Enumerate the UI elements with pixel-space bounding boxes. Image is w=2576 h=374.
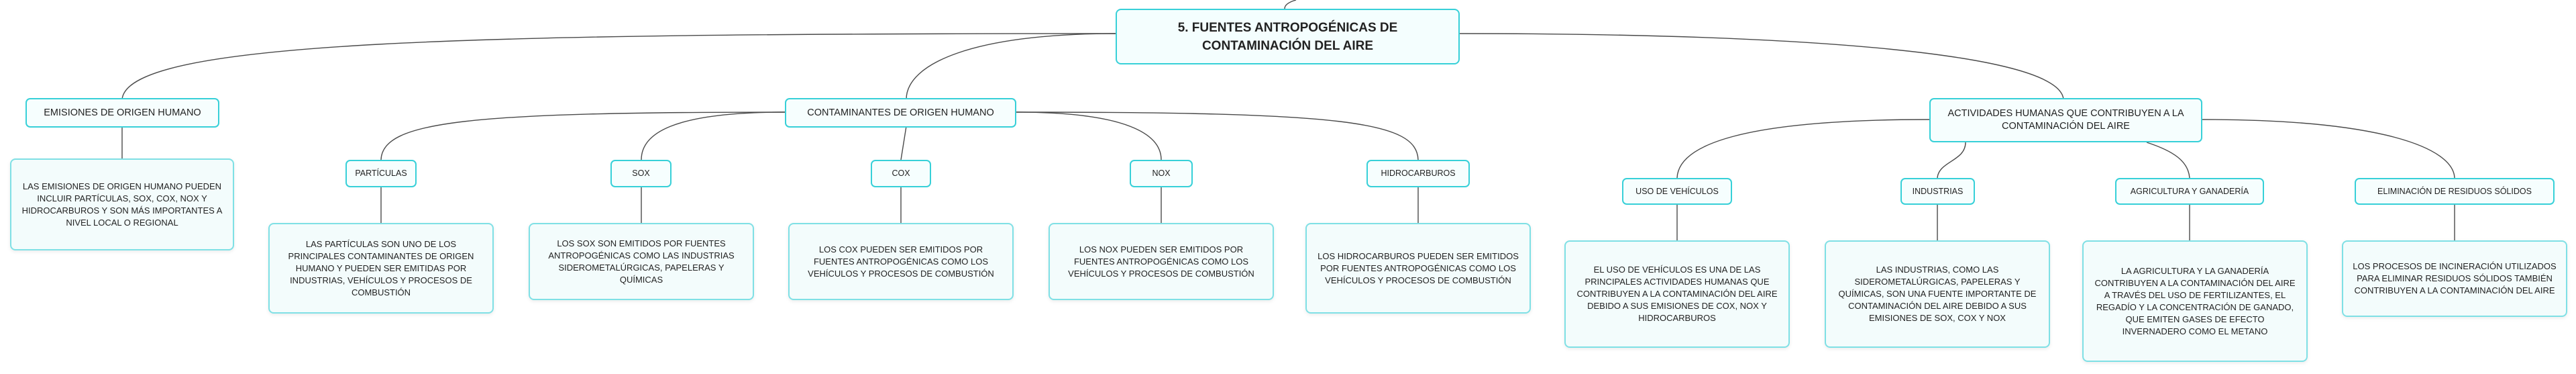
root-topic[interactable]: 5. FUENTES ANTROPOGÉNICAS DE CONTAMINACI… (1116, 9, 1460, 64)
connector-contaminantes-nox (1016, 111, 1162, 160)
note-text: LOS HIDROCARBUROS PUEDEN SER EMITIDOS PO… (1318, 250, 1519, 285)
connector-actividades-industrias (1937, 142, 1966, 179)
branch-label: EMISIONES DE ORIGEN HUMANO (44, 107, 201, 118)
topic-label: HIDROCARBUROS (1381, 169, 1456, 178)
topic-label: USO DE VEHÍCULOS (1635, 186, 1719, 196)
branch-label: CONTAMINANTES DE ORIGEN HUMANO (807, 107, 994, 118)
connector-contaminantes-sox (641, 111, 786, 160)
connector-actividades-agricultura (2146, 142, 2190, 179)
root-topic-label: 5. FUENTES ANTROPOGÉNICAS DE CONTAMINACI… (1177, 20, 1398, 53)
note-cox[interactable]: LOS COX PUEDEN SER EMITIDOS POR FUENTES … (788, 223, 1014, 300)
topic-eliminacion-residuos-solidos[interactable]: ELIMINACIÓN DE RESIDUOS SÓLIDOS (2355, 178, 2555, 205)
topic-cox[interactable]: COX (871, 160, 931, 187)
note-text: LOS PROCESOS DE INCINERACIÓN UTILIZADOS … (2353, 261, 2557, 295)
branch-emisiones-origen-humano[interactable]: EMISIONES DE ORIGEN HUMANO (25, 98, 219, 128)
topic-industrias[interactable]: INDUSTRIAS (1900, 178, 1975, 205)
topic-uso-de-vehiculos[interactable]: USO DE VEHÍCULOS (1622, 178, 1732, 205)
note-industrias[interactable]: LAS INDUSTRIAS, COMO LAS SIDEROMETALÚRGI… (1825, 240, 2050, 348)
connector-contaminantes-hidrocarburos (1016, 111, 1419, 160)
topic-label: ELIMINACIÓN DE RESIDUOS SÓLIDOS (2377, 186, 2532, 196)
topic-sox[interactable]: SOX (610, 160, 672, 187)
note-nox[interactable]: LOS NOX PUEDEN SER EMITIDOS POR FUENTES … (1049, 223, 1274, 300)
topic-label: PARTÍCULAS (355, 169, 407, 178)
connector-root-top (1284, 0, 1297, 9)
note-text: LAS EMISIONES DE ORIGEN HUMANO PUEDEN IN… (21, 181, 223, 228)
note-text: LA AGRICULTURA Y LA GANADERÍA CONTRIBUYE… (2094, 265, 2296, 336)
topic-label: AGRICULTURA Y GANADERÍA (2130, 186, 2249, 196)
topic-nox[interactable]: NOX (1130, 160, 1193, 187)
connector-contaminantes-cox (900, 126, 907, 160)
note-text: LAS INDUSTRIAS, COMO LAS SIDEROMETALÚRGI… (1838, 265, 2037, 323)
connector-root-emisiones (121, 33, 1116, 100)
topic-label: INDUSTRIAS (1912, 186, 1964, 196)
note-emisiones-origen-humano[interactable]: LAS EMISIONES DE ORIGEN HUMANO PUEDEN IN… (10, 158, 234, 250)
note-text: LAS PARTÍCULAS SON UNO DE LOS PRINCIPALE… (288, 238, 474, 297)
note-text: EL USO DE VEHÍCULOS ES UNA DE LAS PRINCI… (1576, 265, 1778, 323)
connector-root-actividades (1459, 33, 2064, 100)
note-hidrocarburos[interactable]: LOS HIDROCARBUROS PUEDEN SER EMITIDOS PO… (1305, 223, 1531, 314)
note-agricultura-y-ganaderia[interactable]: LA AGRICULTURA Y LA GANADERÍA CONTRIBUYE… (2082, 240, 2308, 362)
note-text: LOS COX PUEDEN SER EMITIDOS POR FUENTES … (808, 244, 994, 279)
topic-label: COX (892, 169, 910, 178)
branch-label: ACTIVIDADES HUMANAS QUE CONTRIBUYEN A LA… (1947, 108, 2184, 132)
note-sox[interactable]: LOS SOX SON EMITIDOS POR FUENTES ANTROPO… (529, 223, 754, 300)
connector-actividades-vehiculos (1676, 119, 1930, 179)
note-particulas[interactable]: LAS PARTÍCULAS SON UNO DE LOS PRINCIPALE… (268, 223, 494, 314)
note-uso-de-vehiculos[interactable]: EL USO DE VEHÍCULOS ES UNA DE LAS PRINCI… (1564, 240, 1790, 348)
connector-actividades-residuos (2202, 119, 2455, 179)
branch-actividades-humanas[interactable]: ACTIVIDADES HUMANAS QUE CONTRIBUYEN A LA… (1929, 98, 2202, 142)
topic-agricultura-y-ganaderia[interactable]: AGRICULTURA Y GANADERÍA (2115, 178, 2264, 205)
topic-label: SOX (632, 169, 650, 178)
connector-root-contaminantes (906, 33, 1116, 100)
topic-label: NOX (1152, 169, 1171, 178)
note-text: LOS NOX PUEDEN SER EMITIDOS POR FUENTES … (1068, 244, 1254, 279)
topic-particulas[interactable]: PARTÍCULAS (345, 160, 417, 187)
connector-contaminantes-particulas (380, 111, 786, 160)
note-text: LOS SOX SON EMITIDOS POR FUENTES ANTROPO… (548, 238, 735, 285)
note-eliminacion-residuos-solidos[interactable]: LOS PROCESOS DE INCINERACIÓN UTILIZADOS … (2342, 240, 2567, 317)
topic-hidrocarburos[interactable]: HIDROCARBUROS (1366, 160, 1470, 187)
branch-contaminantes-origen-humano[interactable]: CONTAMINANTES DE ORIGEN HUMANO (785, 98, 1016, 128)
